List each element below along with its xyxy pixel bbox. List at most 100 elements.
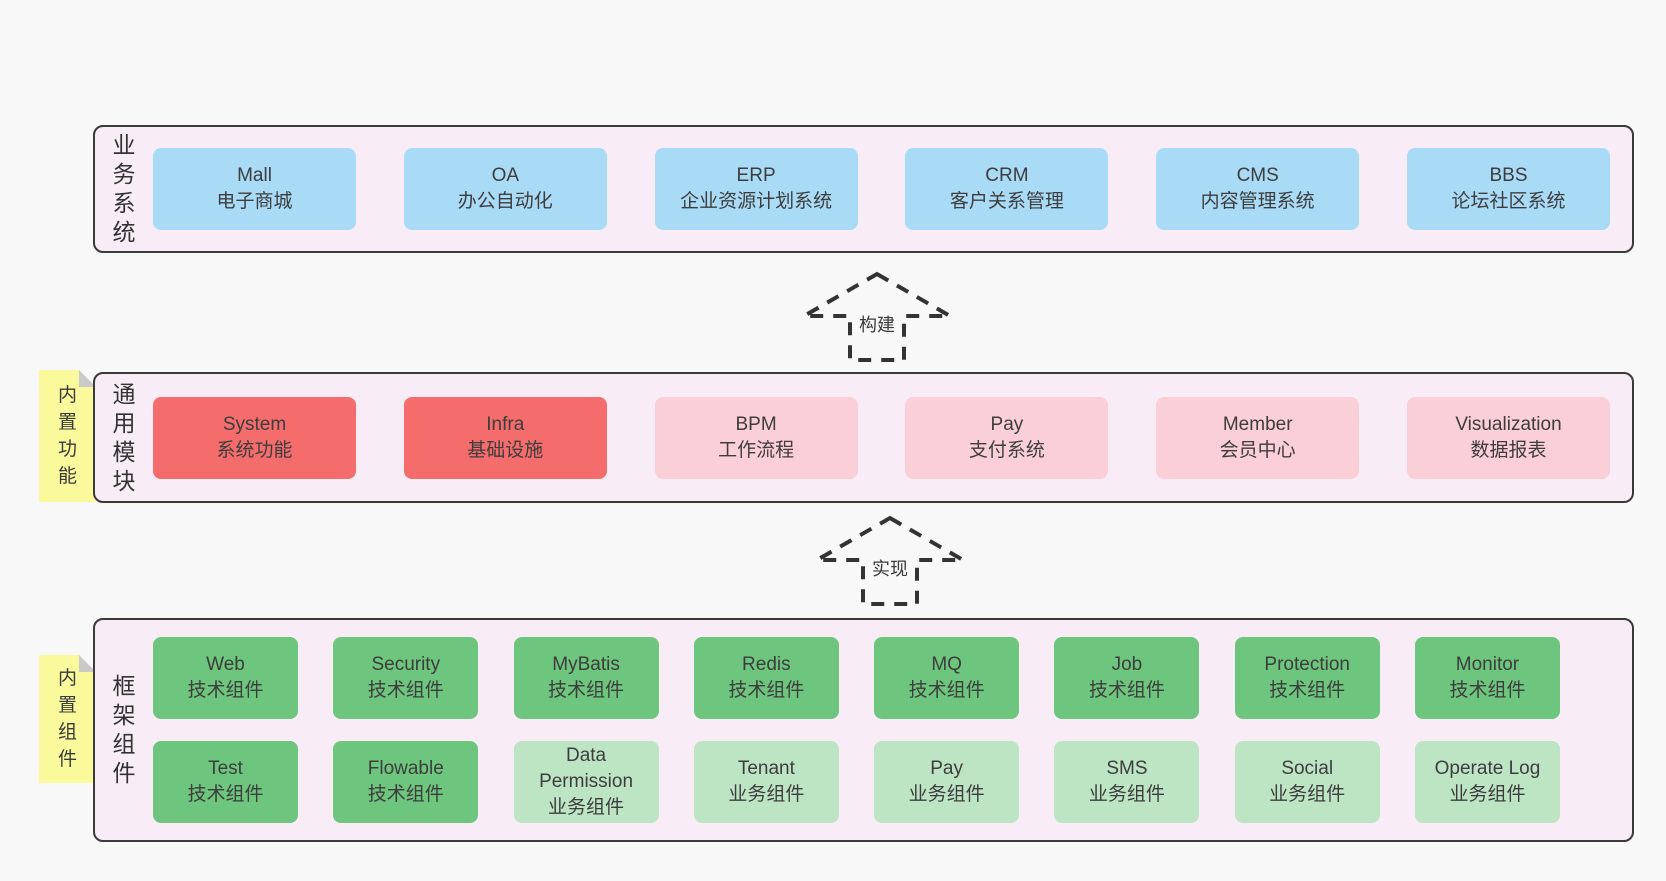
box-title: ERP — [736, 165, 776, 186]
box-bbs: BBS 论坛社区系统 — [1406, 148, 1610, 230]
box-mq: MQ 技术组件 — [874, 637, 1020, 719]
sticky-note-builtin-features: 内置功能 — [39, 370, 96, 502]
box-subtitle: 数据报表 — [1470, 439, 1547, 461]
box-title: CMS — [1236, 165, 1279, 186]
box-oa: OA 办公自动化 — [403, 148, 607, 230]
note-text-builtin-features: 内置功能 — [57, 385, 77, 487]
box-pay: Pay 支付系统 — [905, 396, 1109, 479]
box-member: Member 会员中心 — [1156, 396, 1360, 479]
box-title: Infra — [486, 413, 525, 435]
box-subtitle: 技术组件 — [1088, 680, 1165, 701]
layer-label-framework-components: 框架组件 — [112, 673, 136, 786]
box-subtitle: 技术组件 — [548, 680, 625, 701]
box-subtitle: 技术组件 — [367, 680, 444, 701]
box-subtitle: 企业资源计划系统 — [680, 191, 833, 212]
box-title: Protection — [1264, 654, 1350, 675]
box-subtitle: 办公自动化 — [457, 191, 553, 212]
box-title: Security — [371, 654, 441, 675]
box-subtitle: 技术组件 — [1449, 680, 1526, 701]
box-subtitle: 支付系统 — [968, 439, 1045, 461]
sticky-note-builtin-components: 内置组件 — [39, 655, 96, 783]
box-subtitle: 系统功能 — [216, 439, 293, 461]
box-security: Security 技术组件 — [333, 637, 479, 719]
box-subtitle: 技术组件 — [187, 680, 264, 701]
arrow-label-implement: 实现 — [867, 555, 913, 581]
box-subtitle: 业务组件 — [908, 784, 985, 805]
box-subtitle: 业务组件 — [1449, 784, 1526, 805]
box-title: Social — [1281, 758, 1334, 779]
box-cms: CMS 内容管理系统 — [1156, 148, 1360, 230]
box-subtitle: 业务组件 — [1269, 784, 1346, 805]
box-sms: SMS 业务组件 — [1054, 741, 1200, 823]
box-subtitle: 电子商城 — [216, 191, 293, 212]
box-infra: Infra 基础设施 — [403, 396, 607, 479]
box-title: Flowable — [367, 758, 444, 779]
box-subtitle: 基础设施 — [467, 439, 544, 461]
box-job: Job 技术组件 — [1054, 637, 1200, 719]
box-web: Web 技术组件 — [153, 637, 298, 719]
box-data-permission: Data Permission 业务组件 — [513, 741, 659, 823]
box-title: System — [222, 413, 287, 435]
box-mall: Mall 电子商城 — [153, 148, 356, 230]
box-title: OA — [491, 165, 520, 186]
box-subtitle: 内容管理系统 — [1200, 191, 1315, 212]
box-pay: Pay 业务组件 — [874, 741, 1020, 823]
box-title: Tenant — [737, 758, 795, 779]
box-title: Job — [1111, 654, 1143, 675]
layer-label-business-systems: 业务系统 — [112, 132, 136, 245]
box-test: Test 技术组件 — [153, 741, 298, 823]
box-subtitle: 技术组件 — [367, 784, 444, 805]
box-subtitle: 业务组件 — [548, 797, 625, 818]
box-title: SMS — [1106, 758, 1148, 779]
box-visualization: Visualization 数据报表 — [1406, 396, 1610, 479]
box-title: Member — [1222, 413, 1293, 435]
box-flowable: Flowable 技术组件 — [333, 741, 479, 823]
box-subtitle: 业务组件 — [728, 784, 805, 805]
layer-label-common-modules: 通用模块 — [112, 380, 136, 494]
box-row: Test 技术组件 Flowable 技术组件 Data Permission 业务组件 T… — [153, 741, 1560, 823]
box-subtitle: 会员中心 — [1219, 439, 1296, 461]
box-title: Visualization — [1455, 413, 1562, 435]
box-title: Data Permission — [539, 745, 634, 792]
box-social: Social 业务组件 — [1234, 741, 1380, 823]
box-title: Pay — [930, 758, 963, 779]
box-subtitle: 技术组件 — [908, 680, 985, 701]
box-title: BBS — [1489, 165, 1528, 186]
box-title: Redis — [742, 654, 791, 675]
note-text-builtin-components: 内置组件 — [57, 668, 77, 770]
arrow-label-build: 构建 — [854, 311, 900, 337]
box-title: Monitor — [1455, 654, 1520, 675]
box-subtitle: 工作流程 — [718, 439, 795, 461]
box-title: Mall — [237, 165, 272, 186]
box-erp: ERP 企业资源计划系统 — [654, 148, 858, 230]
box-title: Test — [208, 758, 243, 779]
box-subtitle: 业务组件 — [1088, 784, 1165, 805]
box-subtitle: 论坛社区系统 — [1451, 191, 1566, 212]
box-subtitle: 技术组件 — [187, 784, 264, 805]
box-title: Web — [206, 654, 245, 675]
implement-arrow: 实现 — [810, 515, 970, 609]
box-subtitle: 技术组件 — [728, 680, 805, 701]
build-arrow: 构建 — [797, 271, 957, 365]
box-system: System 系统功能 — [153, 396, 356, 479]
box-title: Pay — [990, 413, 1024, 435]
box-title: MQ — [931, 654, 962, 675]
box-redis: Redis 技术组件 — [693, 637, 839, 719]
box-title: MyBatis — [552, 654, 620, 675]
box-title: CRM — [985, 165, 1029, 186]
box-mybatis: MyBatis 技术组件 — [513, 637, 659, 719]
